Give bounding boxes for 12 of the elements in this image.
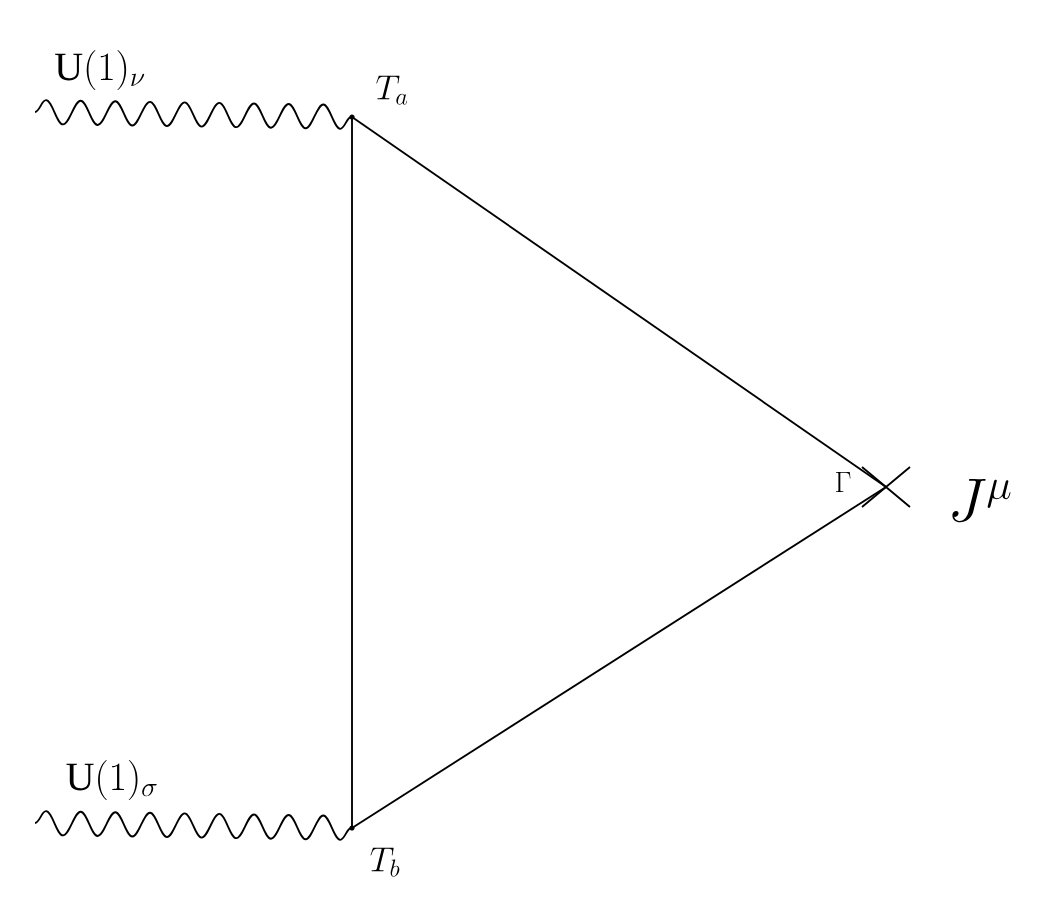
- vertex-label: $T_b$: [370, 847, 400, 877]
- vertex-label: $J^\mu$: [952, 479, 1011, 523]
- line: [351, 116, 887, 488]
- vertex-label: $\Gamma$: [836, 472, 851, 492]
- line: [351, 116, 353, 829]
- edge-label: $\mathrm{U}(1)_\sigma$: [66, 760, 157, 800]
- edge-label: $\mathrm{U}(1)_\nu$: [55, 50, 145, 90]
- wavy-line: [34, 99, 353, 130]
- cross-mark: [861, 466, 911, 508]
- wavy-line: [34, 810, 353, 841]
- line: [351, 486, 887, 829]
- vertex-label: $T_a$: [376, 75, 408, 105]
